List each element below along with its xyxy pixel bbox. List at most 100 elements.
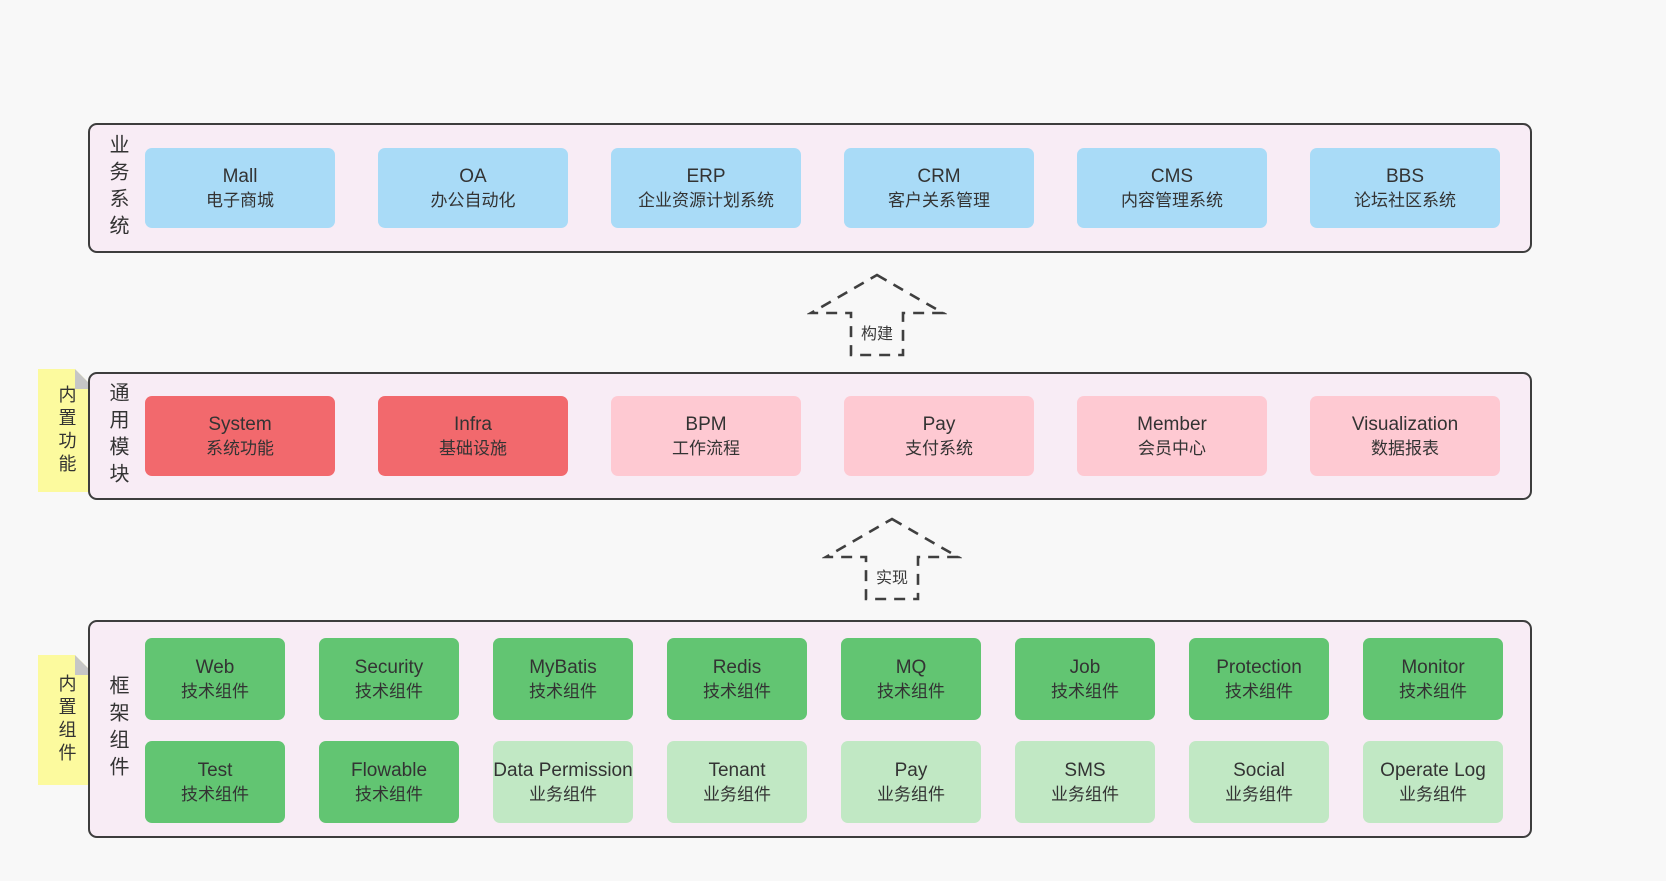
box-zh-label: 技术组件	[181, 681, 249, 701]
box-monitor: Monitor 技术组件	[1363, 638, 1503, 720]
box-en-label: Operate Log	[1380, 759, 1486, 781]
note-builtin-components: 内置组件	[38, 655, 95, 785]
layer-business-systems: 业务系统 Mall 电子商城 OA 办公自动化 ERP 企业资源计划系统 CRM…	[88, 123, 1532, 253]
box-redis: Redis 技术组件	[667, 638, 807, 720]
box-en-label: Pay	[922, 413, 956, 435]
box-zh-label: 内容管理系统	[1121, 190, 1223, 210]
box-zh-label: 论坛社区系统	[1354, 190, 1456, 210]
box-zh-label: 技术组件	[355, 784, 423, 804]
box-zh-label: 技术组件	[355, 681, 423, 701]
layer-framework-components: 框架组件 Web 技术组件 Security 技术组件 MyBatis 技术组件…	[88, 620, 1532, 838]
box-system: System 系统功能	[145, 396, 335, 476]
box-zh-label: 电子商城	[206, 190, 274, 210]
box-oa: OA 办公自动化	[378, 148, 568, 228]
box-zh-label: 技术组件	[703, 681, 771, 701]
box-zh-label: 技术组件	[877, 681, 945, 701]
box-en-label: Test	[197, 759, 233, 781]
arrow-implement-label: 实现	[872, 562, 912, 590]
box-en-label: Pay	[894, 759, 928, 781]
box-data-permission: Data Permission 业务组件	[493, 741, 633, 823]
box-zh-label: 技术组件	[1051, 681, 1119, 701]
box-en-label: CMS	[1150, 165, 1194, 187]
note-components-label: 内置组件	[56, 674, 77, 766]
box-zh-label: 办公自动化	[430, 190, 516, 210]
box-en-label: MyBatis	[529, 656, 597, 678]
box-zh-label: 企业资源计划系统	[638, 190, 774, 210]
dashed-up-arrow-icon	[806, 273, 948, 357]
box-en-label: Tenant	[708, 759, 766, 781]
box-zh-label: 数据报表	[1371, 438, 1439, 458]
framework-box-row-2: Test 技术组件 Flowable 技术组件 Data Permission …	[145, 741, 1503, 823]
box-zh-label: 业务组件	[1399, 784, 1467, 804]
box-social: Social 业务组件	[1189, 741, 1329, 823]
box-bbs: BBS 论坛社区系统	[1310, 148, 1500, 228]
box-en-label: SMS	[1064, 759, 1106, 781]
layer-business-label: 业务系统	[106, 134, 128, 242]
box-crm: CRM 客户关系管理	[844, 148, 1034, 228]
note-builtin-features: 内置功能	[38, 369, 95, 492]
box-zh-label: 基础设施	[439, 438, 507, 458]
box-zh-label: 技术组件	[181, 784, 249, 804]
box-en-label: Social	[1233, 759, 1285, 781]
dashed-up-arrow-icon	[821, 517, 963, 601]
box-en-label: Infra	[453, 413, 493, 435]
box-en-label: System	[208, 413, 272, 435]
box-pay: Pay 支付系统	[844, 396, 1034, 476]
modules-box-row: System 系统功能 Infra 基础设施 BPM 工作流程 Pay 支付系统…	[145, 396, 1500, 476]
box-security: Security 技术组件	[319, 638, 459, 720]
business-box-row: Mall 电子商城 OA 办公自动化 ERP 企业资源计划系统 CRM 客户关系…	[145, 148, 1500, 228]
box-mybatis: MyBatis 技术组件	[493, 638, 633, 720]
box-tenant: Tenant 业务组件	[667, 741, 807, 823]
box-en-label: BBS	[1385, 165, 1425, 187]
box-mq: MQ 技术组件	[841, 638, 981, 720]
box-flowable: Flowable 技术组件	[319, 741, 459, 823]
arrow-build: 构建	[806, 272, 948, 358]
box-web: Web 技术组件	[145, 638, 285, 720]
box-member: Member 会员中心	[1077, 396, 1267, 476]
box-zh-label: 会员中心	[1138, 438, 1206, 458]
box-en-label: Protection	[1216, 656, 1302, 678]
box-mall: Mall 电子商城	[145, 148, 335, 228]
box-test: Test 技术组件	[145, 741, 285, 823]
box-zh-label: 业务组件	[703, 784, 771, 804]
box-zh-label: 业务组件	[529, 784, 597, 804]
box-zh-label: 技术组件	[1399, 681, 1467, 701]
box-operate-log: Operate Log 业务组件	[1363, 741, 1503, 823]
box-zh-label: 工作流程	[672, 438, 740, 458]
layer-framework-label: 框架组件	[106, 675, 128, 783]
box-en-label: Security	[354, 656, 424, 678]
arrow-build-label: 构建	[857, 318, 897, 346]
box-zh-label: 业务组件	[877, 784, 945, 804]
box-protection: Protection 技术组件	[1189, 638, 1329, 720]
note-features-label: 内置功能	[56, 384, 77, 477]
box-zh-label: 业务组件	[1051, 784, 1119, 804]
box-visualization: Visualization 数据报表	[1310, 396, 1500, 476]
box-bpm: BPM 工作流程	[611, 396, 801, 476]
box-en-label: OA	[459, 165, 487, 187]
box-zh-label: 业务组件	[1225, 784, 1293, 804]
box-en-label: BPM	[685, 413, 727, 435]
box-en-label: Job	[1069, 656, 1101, 678]
box-en-label: MQ	[895, 656, 927, 678]
box-cms: CMS 内容管理系统	[1077, 148, 1267, 228]
box-en-label: Data Permission	[493, 759, 633, 781]
box-job: Job 技术组件	[1015, 638, 1155, 720]
box-en-label: Mall	[222, 165, 258, 187]
box-zh-label: 系统功能	[206, 438, 274, 458]
box-en-label: Redis	[712, 656, 762, 678]
box-en-label: Visualization	[1351, 413, 1459, 435]
box-zh-label: 支付系统	[905, 438, 973, 458]
box-erp: ERP 企业资源计划系统	[611, 148, 801, 228]
box-sms: SMS 业务组件	[1015, 741, 1155, 823]
framework-box-row-1: Web 技术组件 Security 技术组件 MyBatis 技术组件 Redi…	[145, 638, 1503, 720]
box-pay-biz: Pay 业务组件	[841, 741, 981, 823]
layer-common-modules: 通用模块 System 系统功能 Infra 基础设施 BPM 工作流程 Pay…	[88, 372, 1532, 500]
box-en-label: ERP	[686, 165, 726, 187]
box-en-label: Flowable	[350, 759, 428, 781]
box-zh-label: 技术组件	[529, 681, 597, 701]
box-en-label: Monitor	[1401, 656, 1465, 678]
box-en-label: CRM	[917, 165, 961, 187]
box-zh-label: 客户关系管理	[888, 190, 990, 210]
box-infra: Infra 基础设施	[378, 396, 568, 476]
layer-modules-label: 通用模块	[106, 382, 128, 490]
